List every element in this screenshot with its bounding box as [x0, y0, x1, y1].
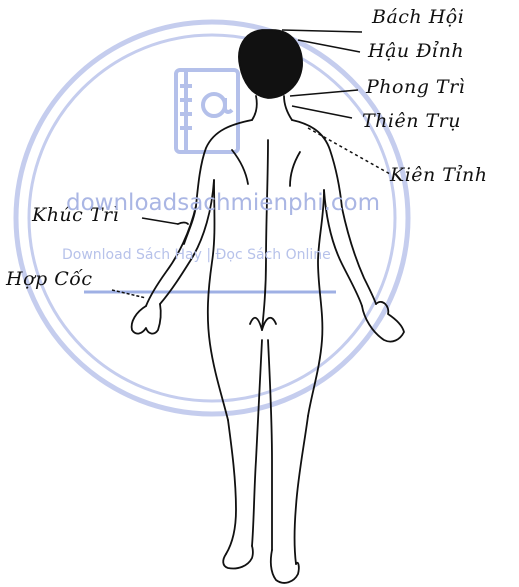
leader-kien-tinh — [308, 128, 390, 174]
label-hop-coc: Hợp Cốc — [6, 268, 93, 290]
leader-bach-hoi — [282, 30, 362, 32]
leader-thien-tru — [292, 106, 352, 118]
leader-khuc-tri — [142, 218, 178, 224]
leader-hau-dinh — [298, 40, 360, 52]
leader-phong-tri — [290, 90, 358, 96]
label-thien-tru: Thiên Trụ — [362, 110, 461, 132]
watermark-tagline: Download Sách Hay | Đọc Sách Online — [62, 247, 331, 263]
label-phong-tri: Phong Trì — [366, 76, 465, 98]
leader-hop-coc — [112, 290, 146, 298]
watermark-site: downloadsachmienphi.com — [66, 190, 380, 216]
label-bach-hoi: Bách Hội — [372, 6, 464, 28]
label-hau-dinh: Hậu Đỉnh — [368, 40, 464, 62]
label-kien-tinh: Kiên Tỉnh — [390, 164, 488, 186]
